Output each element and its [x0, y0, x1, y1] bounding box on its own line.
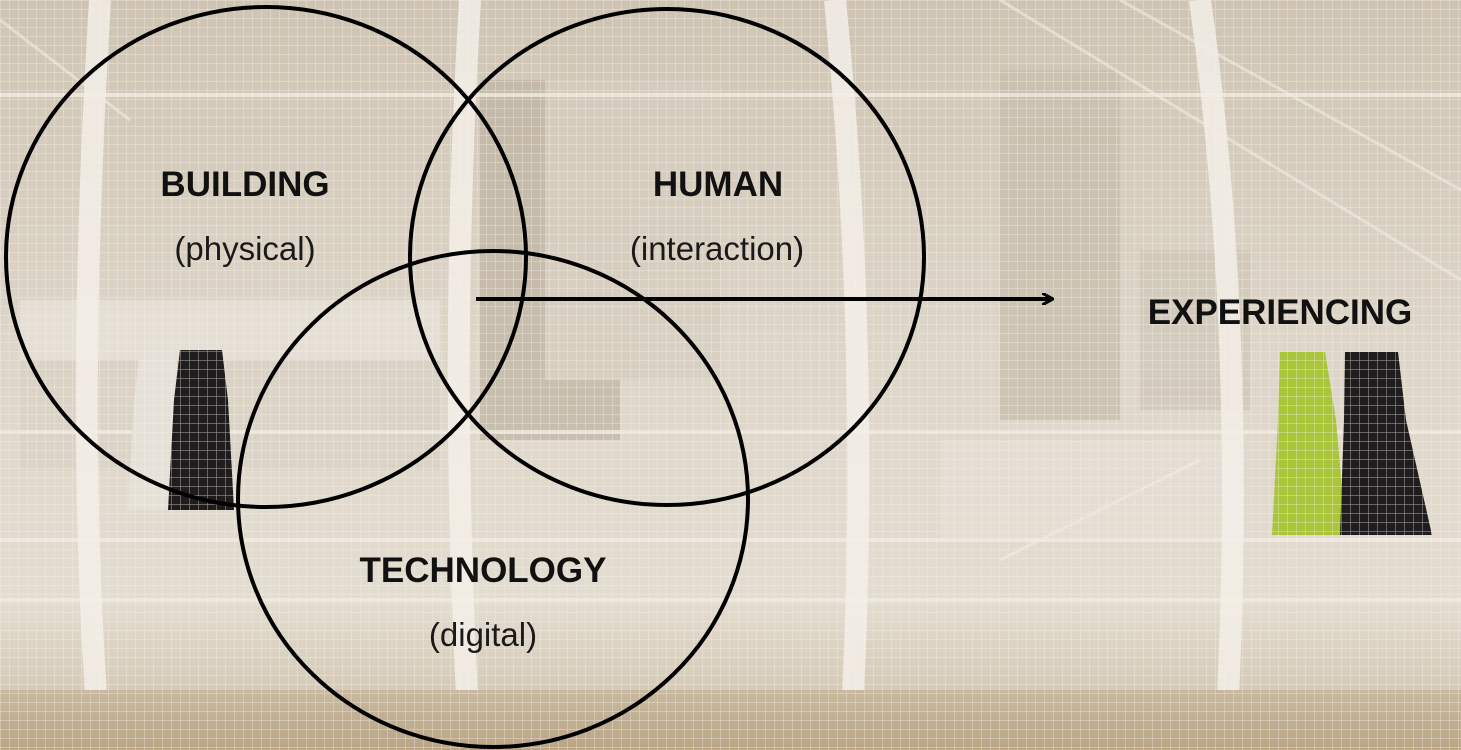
building-label: BUILDING: [160, 165, 329, 204]
experiencing-label: EXPERIENCING: [1148, 293, 1413, 332]
human-circle: [408, 7, 926, 507]
technology-label: TECHNOLOGY: [360, 551, 607, 590]
building-sublabel: (physical): [174, 230, 315, 267]
technology-circle: [236, 249, 750, 749]
human-sublabel: (interaction): [630, 230, 804, 267]
human-label: HUMAN: [653, 165, 783, 204]
technology-sublabel: (digital): [429, 616, 537, 653]
building-circle: [4, 5, 528, 509]
